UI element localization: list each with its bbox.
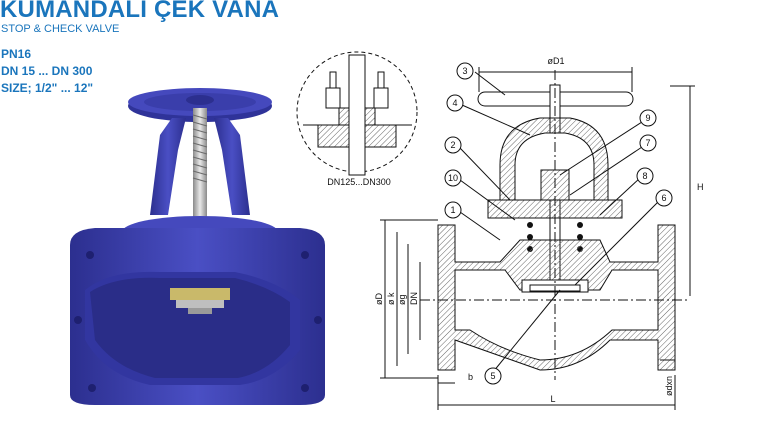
spec-pressure: PN16 — [1, 47, 32, 61]
dim-b: b — [468, 372, 473, 382]
spec-size-range: SIZE; 1/2" ... 12" — [1, 81, 94, 95]
callout-5: 5 — [484, 367, 502, 385]
callout-10: 10 — [444, 169, 462, 187]
svg-text:10: 10 — [448, 173, 458, 183]
svg-text:2: 2 — [450, 140, 455, 150]
svg-text:7: 7 — [645, 138, 650, 148]
dim-dn: DN — [409, 292, 419, 305]
callout-2: 2 — [444, 136, 462, 154]
callout-6: 6 — [655, 189, 673, 207]
callout-9: 9 — [639, 109, 657, 127]
page-title: KUMANDALI ÇEK VANA — [0, 0, 280, 23]
callout-3: 3 — [456, 62, 474, 80]
svg-text:4: 4 — [452, 98, 457, 108]
detail-label: DN125...DN300 — [327, 177, 391, 187]
dim-d1: øD1 — [547, 56, 564, 66]
spec-dn-range: DN 15 ... DN 300 — [1, 64, 93, 78]
svg-text:3: 3 — [462, 66, 467, 76]
callout-7: 7 — [639, 134, 657, 152]
callouts: 3 4 2 10 1 9 7 8 6 5 — [444, 62, 673, 385]
callout-1: 1 — [444, 201, 462, 219]
callout-8: 8 — [636, 167, 654, 185]
dim-d: øD — [374, 293, 384, 305]
dim-l: L — [550, 394, 555, 404]
dim-dxn: ødxn — [664, 376, 674, 396]
svg-text:6: 6 — [661, 193, 666, 203]
dim-h: H — [697, 182, 704, 192]
page-subtitle: STOP & CHECK VALVE — [1, 23, 120, 35]
callout-4: 4 — [446, 94, 464, 112]
svg-text:9: 9 — [645, 113, 650, 123]
svg-text:5: 5 — [490, 371, 495, 381]
svg-text:1: 1 — [450, 205, 455, 215]
svg-text:8: 8 — [642, 171, 647, 181]
dim-g: øg — [397, 294, 407, 305]
section-drawing — [380, 67, 695, 410]
valve-render — [70, 88, 325, 405]
dim-k: ø k — [386, 292, 396, 305]
detail-view — [296, 51, 418, 176]
